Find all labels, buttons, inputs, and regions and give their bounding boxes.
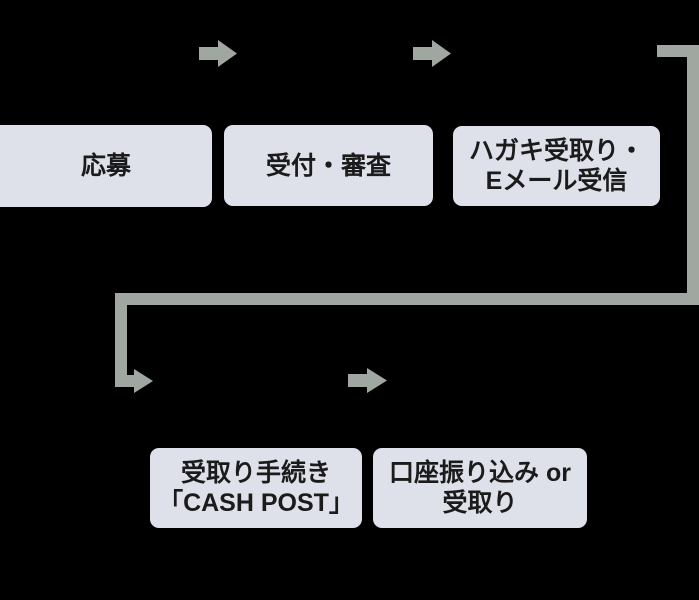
step-label-line1: 受付・審査 [265, 151, 391, 180]
step-label-line1: ハガキ受取り・ [468, 137, 644, 165]
step-label-line1: 応募 [80, 152, 131, 180]
step-label-line1: 口座振り込み or [389, 459, 571, 487]
step-box-postcard-email: ハガキ受取り・ Eメール受信 [453, 126, 660, 206]
step-box-apply: 応募 [0, 125, 212, 207]
right-arrow-icon [413, 40, 451, 67]
step-box-receipt-procedure: 受取り手続き 「CASH POST」 [150, 448, 362, 528]
step-label-line2: 「CASH POST」 [158, 489, 354, 517]
step-box-reception-review: 受付・審査 [224, 125, 433, 206]
elbow-connector-line [115, 45, 699, 387]
right-arrow-icon [199, 40, 237, 67]
step-label-line2: Eメール受信 [485, 167, 628, 195]
step-box-transfer-or-receive: 口座振り込み or 受取り [373, 448, 587, 528]
step-label-line1: 受取り手続き [180, 459, 331, 487]
right-arrow-icon [348, 368, 387, 393]
elbow-arrowhead-icon [134, 369, 153, 393]
step-label-line2: 受取り [442, 489, 518, 517]
